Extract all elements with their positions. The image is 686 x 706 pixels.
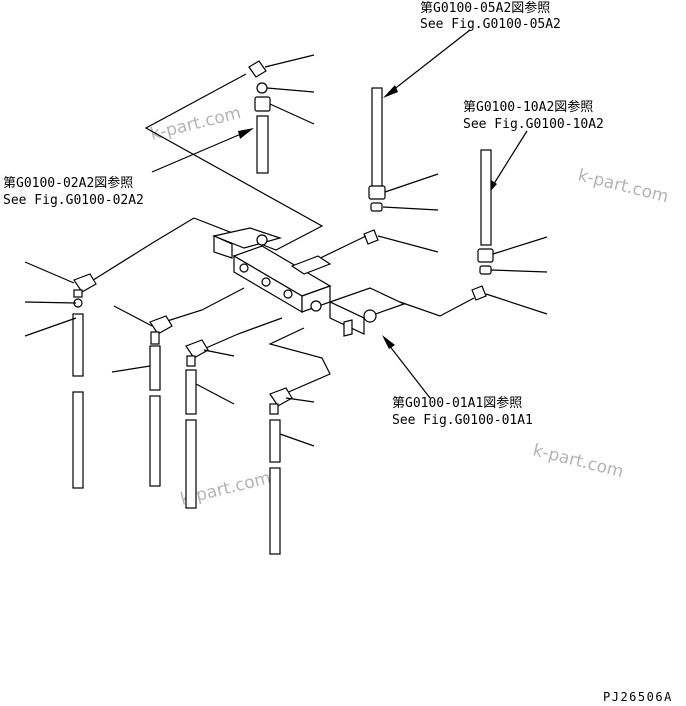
drop-line-2 bbox=[111, 305, 173, 487]
watermark: k-part.com bbox=[576, 165, 671, 207]
ref-label-en: See Fig.G0100-10A2 bbox=[463, 117, 604, 132]
watermark: k-part.com bbox=[531, 440, 626, 482]
ref-label-02a2: 第G0100-02A2図参照 See Fig.G0100-02A2 bbox=[3, 175, 144, 208]
ref-label-en: See Fig.G0100-02A2 bbox=[3, 193, 144, 208]
tube-assembly-02a2 bbox=[248, 54, 315, 174]
drop-line-1 bbox=[24, 261, 97, 489]
ref-label-jp: 第G0100-05A2図参照 bbox=[420, 0, 550, 16]
manifold-block bbox=[211, 227, 406, 337]
drop-line-3 bbox=[185, 339, 235, 509]
ref-label-en: See Fig.G0100-01A1 bbox=[392, 413, 533, 428]
ref-label-01a1: 第G0100-01A1図参照 See Fig.G0100-01A1 bbox=[392, 395, 533, 428]
ref-label-jp: 第G0100-02A2図参照 bbox=[3, 175, 133, 191]
ref-label-10a2: 第G0100-10A2図参照 See Fig.G0100-10A2 bbox=[463, 99, 604, 132]
tube-assembly-10a2 bbox=[471, 149, 548, 315]
piping-routes bbox=[89, 73, 475, 395]
ref-label-jp: 第G0100-01A1図参照 bbox=[392, 395, 522, 411]
ref-label-05a2: 第G0100-05A2図参照 See Fig.G0100-05A2 bbox=[420, 0, 561, 32]
ref-arrows bbox=[151, 29, 528, 399]
tube-assembly-05a2 bbox=[363, 87, 439, 253]
drop-line-4 bbox=[269, 387, 315, 555]
ref-label-en: See Fig.G0100-05A2 bbox=[420, 17, 561, 32]
ref-label-jp: 第G0100-10A2図参照 bbox=[463, 99, 593, 115]
drawing-code: PJ26506A bbox=[603, 690, 673, 704]
